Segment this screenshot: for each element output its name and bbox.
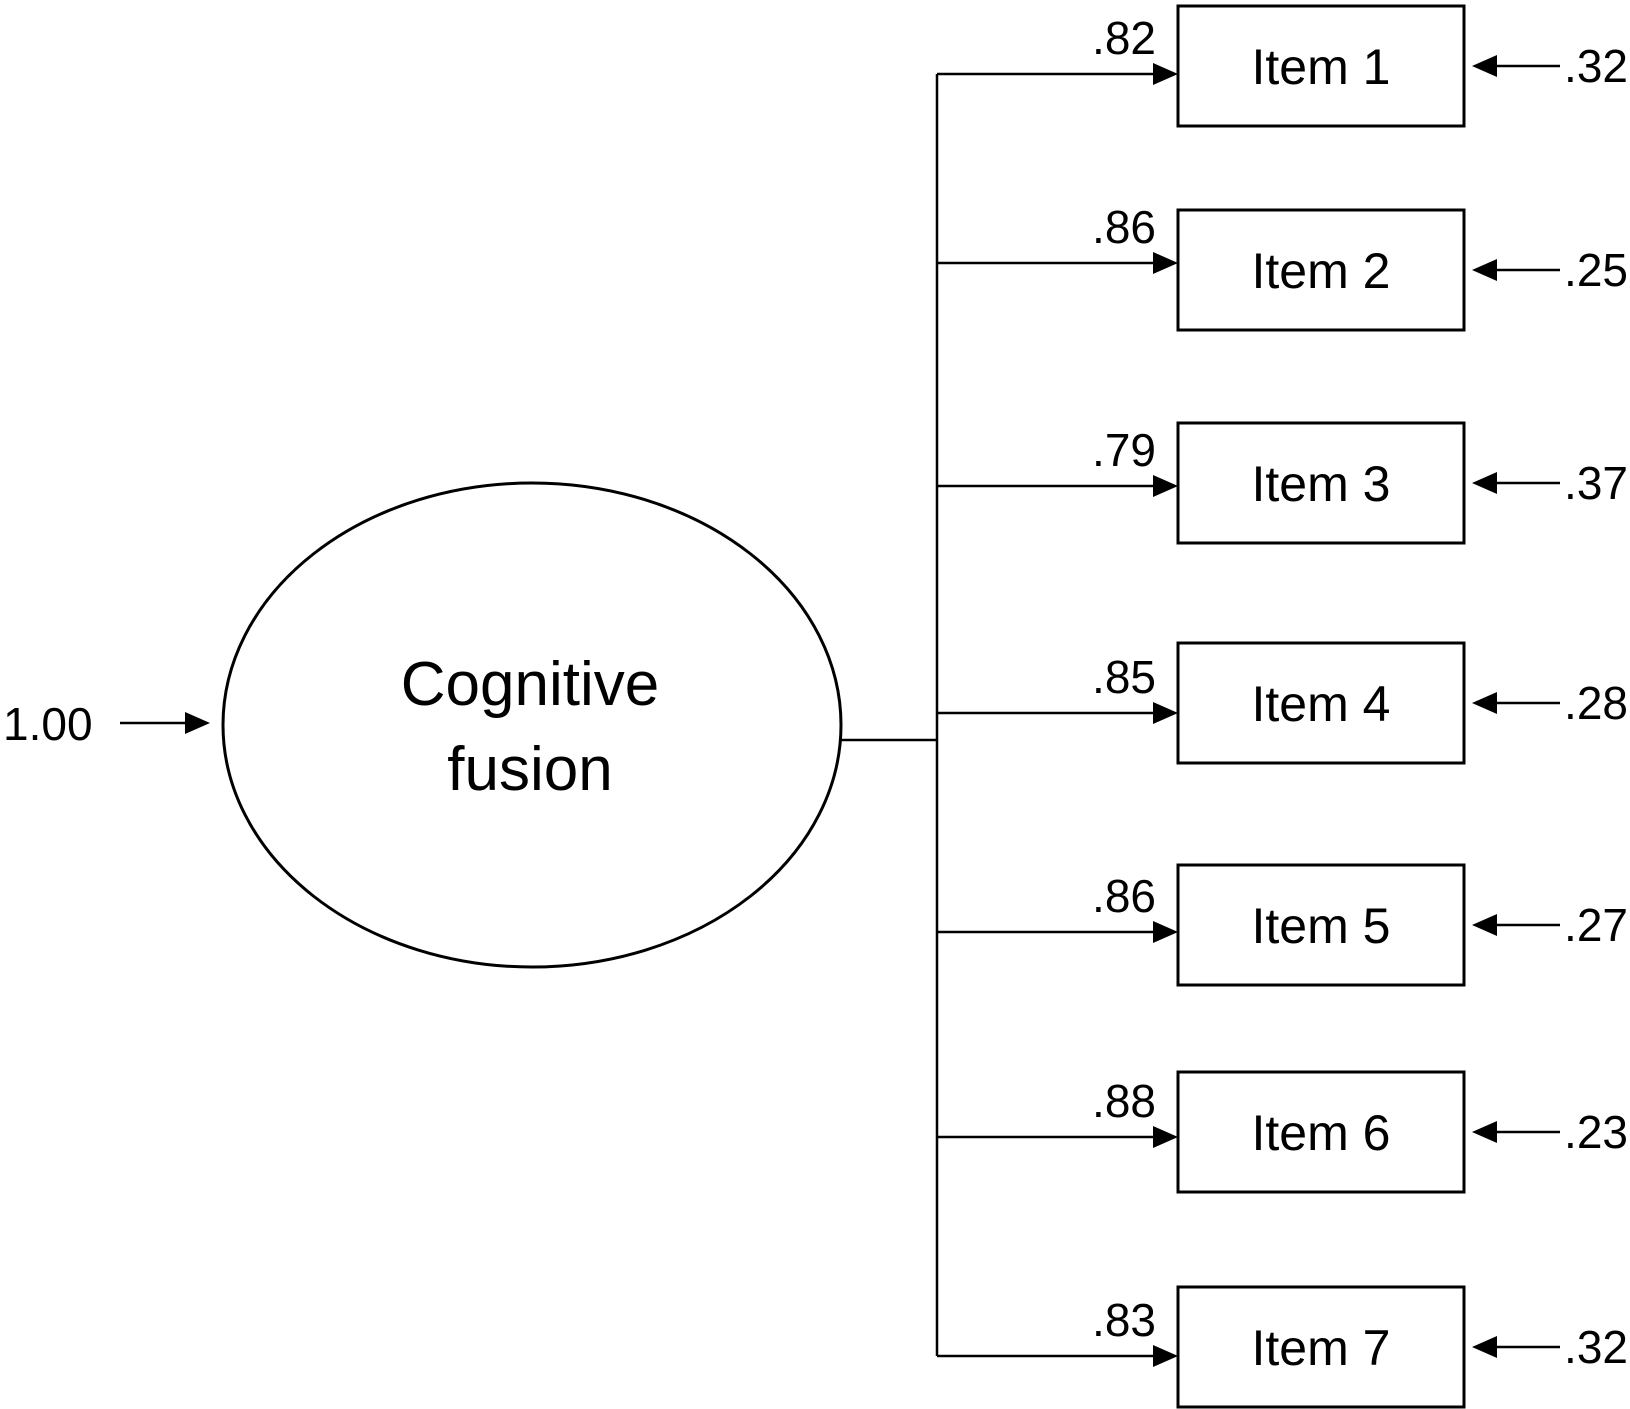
factor-label-line2: fusion — [447, 735, 612, 804]
item-label: Item 3 — [1252, 456, 1391, 512]
item-box — [1176, 208, 1466, 332]
error-arrowhead — [1472, 692, 1497, 714]
item-box — [1176, 863, 1466, 987]
error-label: .32 — [1564, 1321, 1628, 1373]
item-box — [1176, 1285, 1466, 1409]
error-arrowhead — [1472, 1336, 1497, 1358]
loading-label: .86 — [1092, 201, 1156, 253]
item-label: Item 4 — [1252, 676, 1391, 732]
error-label: .23 — [1564, 1106, 1628, 1158]
error-label: .27 — [1564, 899, 1628, 951]
error-arrowhead — [1472, 259, 1497, 281]
error-label: .28 — [1564, 677, 1628, 729]
error-arrowhead — [1472, 914, 1497, 936]
loading-arrowhead — [1153, 63, 1178, 85]
error-label: .37 — [1564, 457, 1628, 509]
item-box — [1176, 641, 1466, 765]
error-label: .25 — [1564, 244, 1628, 296]
loading-arrowhead — [1153, 1126, 1178, 1148]
loading-label: .88 — [1092, 1075, 1156, 1127]
indicator-row: .85 Item 4 .28 — [937, 641, 1628, 765]
loading-label: .85 — [1092, 651, 1156, 703]
item-label: Item 1 — [1252, 39, 1391, 95]
loading-label: .86 — [1092, 870, 1156, 922]
item-label: Item 2 — [1252, 243, 1391, 299]
factor-label-line1: Cognitive — [401, 650, 659, 719]
loading-arrowhead — [1153, 921, 1178, 943]
loading-label: .83 — [1092, 1294, 1156, 1346]
item-label: Item 5 — [1252, 898, 1391, 954]
error-arrowhead — [1472, 55, 1497, 77]
loading-label: .79 — [1092, 424, 1156, 476]
loading-arrowhead — [1153, 475, 1178, 497]
item-box — [1176, 421, 1466, 545]
loading-arrowhead — [1153, 252, 1178, 274]
item-box — [1176, 4, 1466, 128]
item-box — [1176, 1070, 1466, 1194]
factor-variance-label: 1.00 — [3, 698, 93, 750]
latent-factor-ellipse — [221, 481, 843, 969]
variance-arrowhead — [185, 712, 210, 734]
item-label: Item 6 — [1252, 1105, 1391, 1161]
error-label: .32 — [1564, 40, 1628, 92]
loading-arrowhead — [1153, 1345, 1178, 1367]
loading-arrowhead — [1153, 702, 1178, 724]
error-arrowhead — [1472, 472, 1497, 494]
error-arrowhead — [1472, 1121, 1497, 1143]
item-label: Item 7 — [1252, 1320, 1391, 1376]
loading-label: .82 — [1092, 12, 1156, 64]
